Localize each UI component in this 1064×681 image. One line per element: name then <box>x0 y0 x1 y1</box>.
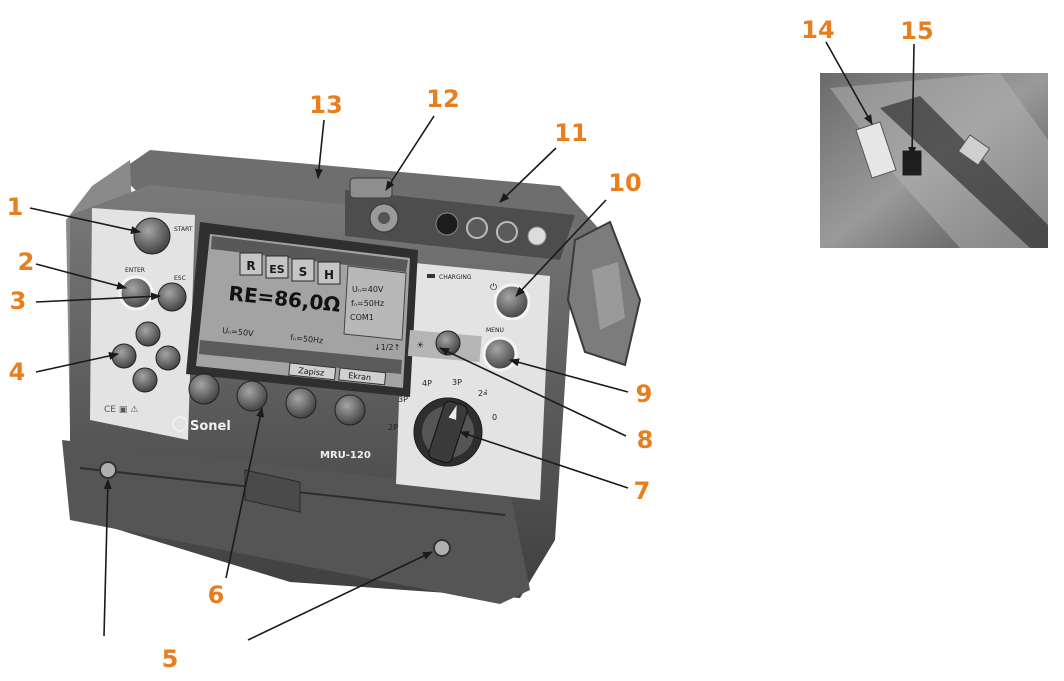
dial-pos-3p: 3P <box>398 395 408 404</box>
screen-softkey-screen <box>338 367 387 386</box>
callout-9: 9 <box>635 380 653 408</box>
arrow-right-button[interactable] <box>155 345 181 371</box>
power-button[interactable] <box>493 283 531 321</box>
screen-tab-1: R <box>246 259 255 273</box>
backlight-icon: ☀ <box>416 341 424 351</box>
callout-14: 14 <box>801 16 835 44</box>
certification-badges: CE ▣ ⚠ <box>104 405 138 415</box>
callout-4: 4 <box>8 358 26 386</box>
screw-right <box>433 539 451 557</box>
dial-pos-2p: 2P <box>388 423 398 432</box>
dial-pos-4p: 4P <box>422 379 432 388</box>
arrow-left-button[interactable] <box>111 343 137 369</box>
screw-left <box>99 461 117 479</box>
function-key-2[interactable] <box>236 380 268 412</box>
brand-label: Sonel <box>190 419 231 434</box>
screen-softkey-save <box>288 362 337 381</box>
menu-button[interactable] <box>482 336 518 372</box>
callout-2: 2 <box>17 248 35 276</box>
connector-strip <box>345 190 575 260</box>
screen-softkey-screen-label: Ekran <box>348 371 372 382</box>
socket-1 <box>435 212 459 236</box>
function-key-1[interactable] <box>188 373 220 405</box>
esc-button[interactable] <box>157 282 187 312</box>
function-key-4[interactable] <box>334 394 366 426</box>
arrow-keypad[interactable] <box>111 321 181 393</box>
screen-param-1: Uₙ=40V <box>352 285 384 294</box>
function-key-3[interactable] <box>285 387 317 419</box>
callout-8: 8 <box>636 426 654 454</box>
start-label: START <box>174 226 193 233</box>
screen-page: ↓1/2↑ <box>374 343 400 352</box>
charging-label: CHARGING <box>439 274 472 281</box>
callout-15: 15 <box>900 17 934 45</box>
callout-12: 12 <box>426 85 460 113</box>
power-icon: ⏻ <box>490 282 497 293</box>
top-slider <box>349 177 393 199</box>
screen-param-3: COM1 <box>350 313 374 322</box>
screen-tab-2: ES <box>269 263 285 276</box>
arrow-down-button[interactable] <box>132 367 158 393</box>
callout-10: 10 <box>608 169 642 197</box>
dial-pos-2clamp: 2ⰼ <box>478 389 488 398</box>
dial-pos-off: 0 <box>492 413 497 422</box>
inset-detail <box>820 73 1048 248</box>
meter-device: R ES S H Uₙ=40V fₙ=50Hz COM1 RE=86,0Ω Uₙ… <box>62 150 642 604</box>
screen-softkey-save-label: Zapisz <box>298 366 325 378</box>
arrow-up-button[interactable] <box>135 321 161 347</box>
rotary-function-dial[interactable] <box>413 397 483 467</box>
screen-param-2: fₙ=50Hz <box>351 299 384 308</box>
callout-1: 1 <box>6 193 24 221</box>
socket-4 <box>527 226 547 246</box>
callout-11: 11 <box>554 119 588 147</box>
screen-tab-3: S <box>299 265 308 279</box>
start-button[interactable] <box>133 217 171 255</box>
callout-3: 3 <box>9 287 27 315</box>
callout-6: 6 <box>207 581 225 609</box>
screen-tab-4: H <box>324 268 334 282</box>
callout-7: 7 <box>633 477 651 505</box>
leader-lines <box>29 41 917 641</box>
callout-13: 13 <box>309 91 343 119</box>
socket-2 <box>466 217 488 239</box>
socket-3 <box>496 221 518 243</box>
enter-label: ENTER <box>125 267 145 274</box>
charging-led <box>427 274 435 278</box>
esc-label: ESC <box>174 275 186 282</box>
dial-pos-3p-clamp: 3P <box>452 378 462 387</box>
screen-status-mid: fₙ=50Hz <box>290 333 324 345</box>
callout-5: 5 <box>161 645 179 673</box>
sonel-logo-icon <box>172 416 188 432</box>
menu-label: MENU <box>486 327 504 334</box>
enter-button[interactable] <box>118 275 154 311</box>
model-label: MRU-120 <box>320 450 371 461</box>
screen-status-left: Uₙ=50V <box>222 326 255 338</box>
